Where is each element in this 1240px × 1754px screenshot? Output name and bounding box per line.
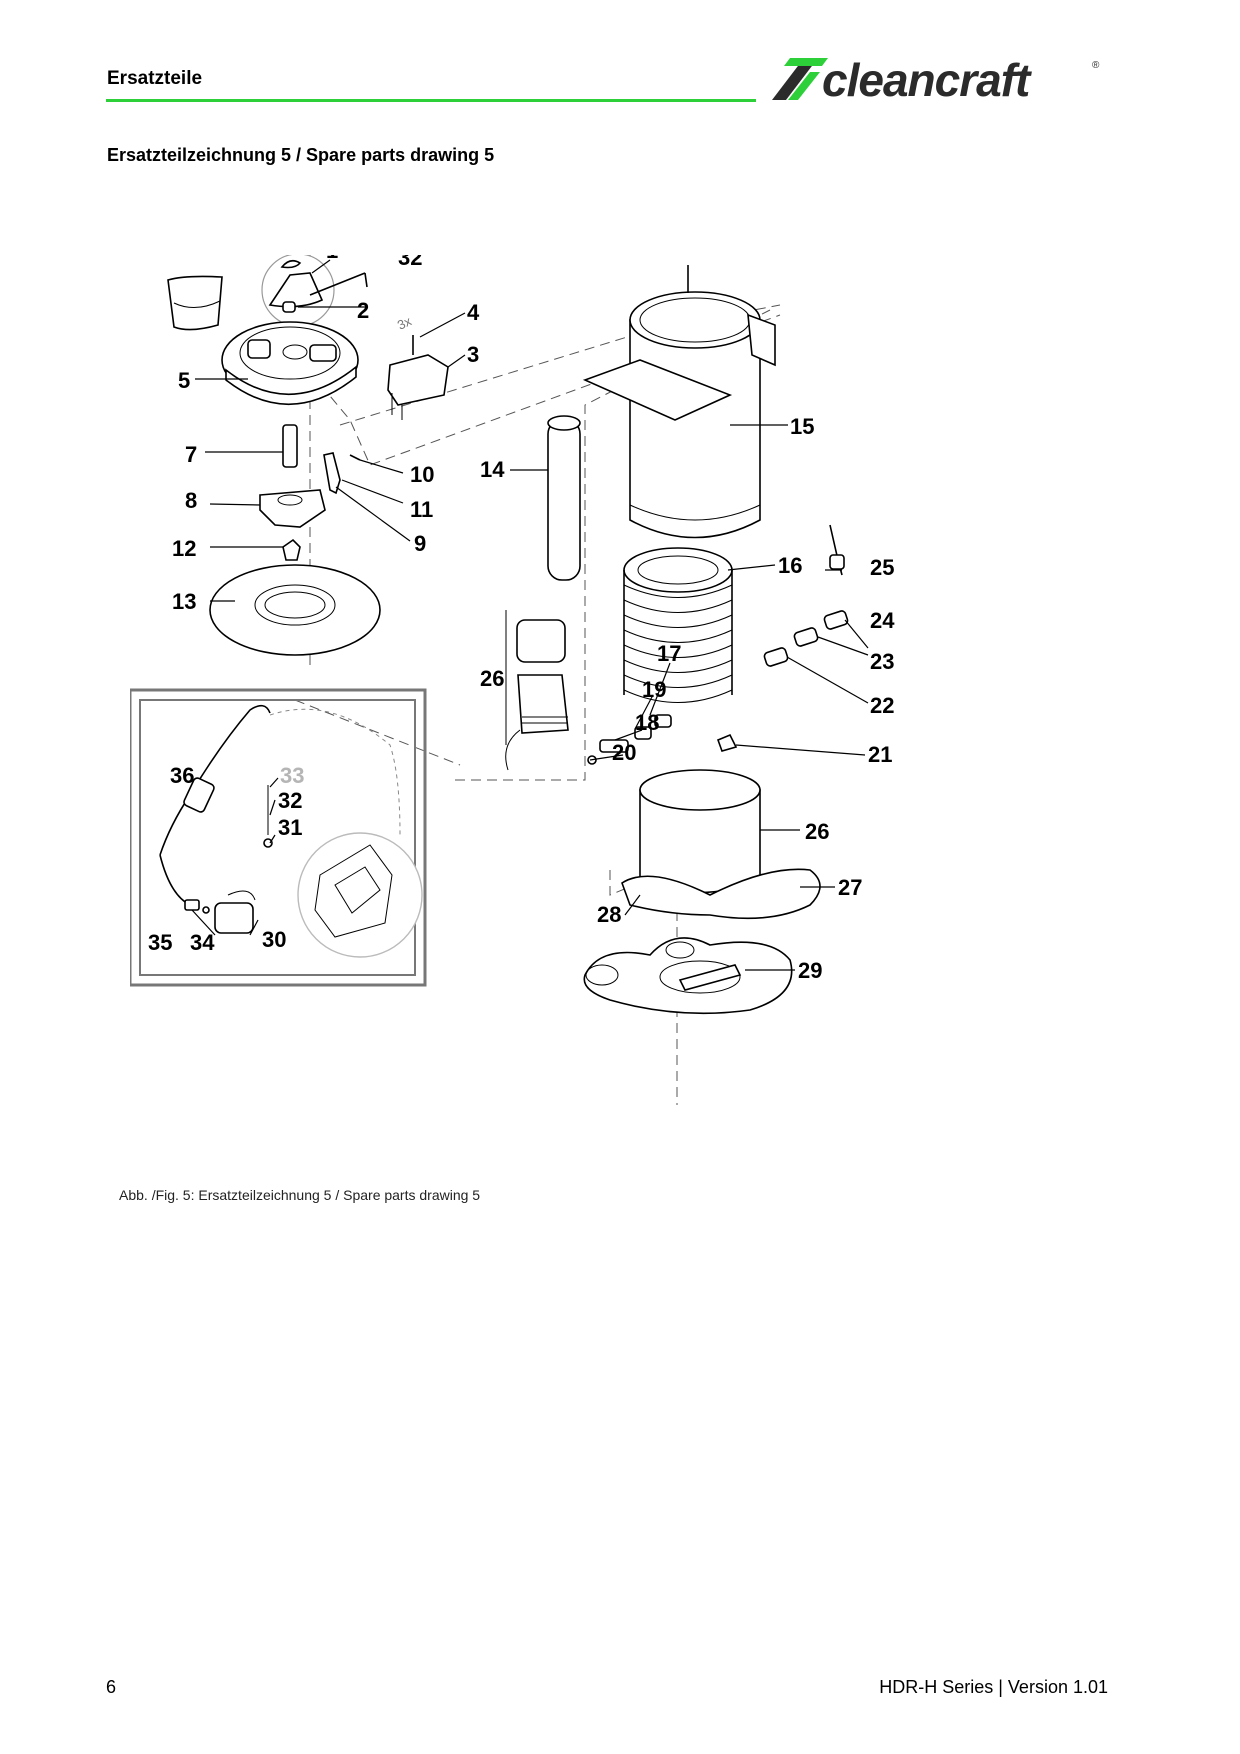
part-label-31: 31 bbox=[278, 815, 302, 840]
part-26-cylinder bbox=[639, 769, 761, 894]
quantity-note: 3x bbox=[395, 313, 414, 333]
page-number: 6 bbox=[106, 1677, 117, 1697]
exploded-parts-drawing: 3x bbox=[130, 255, 895, 1105]
logo-registered-mark: ® bbox=[1092, 60, 1100, 71]
part-label-9: 9 bbox=[414, 531, 426, 556]
header-rule bbox=[106, 99, 756, 102]
part-label-29: 29 bbox=[798, 958, 822, 983]
part-label-16: 16 bbox=[778, 553, 802, 578]
part-label-17: 17 bbox=[657, 641, 681, 666]
part-29-base bbox=[583, 937, 793, 1015]
part-5-lid bbox=[221, 321, 359, 406]
cleancraft-logo: cleancraft ® bbox=[772, 54, 1100, 104]
section-title: Ersatzteilzeichnung 5 / Spare parts draw… bbox=[107, 145, 495, 165]
part-22-25-connectors bbox=[763, 524, 849, 667]
part-label-15: 15 bbox=[790, 414, 814, 439]
part-label-18: 18 bbox=[635, 710, 659, 735]
part-label-23: 23 bbox=[870, 649, 894, 674]
part-2-fitting bbox=[282, 301, 296, 313]
part-label-5: 5 bbox=[178, 368, 190, 393]
part-9-bracket bbox=[323, 452, 361, 495]
part-8-float bbox=[259, 489, 326, 528]
part-6-filter-bag bbox=[167, 275, 223, 331]
part-label-25: 25 bbox=[870, 555, 894, 580]
part-label-26-cylinder: 26 bbox=[805, 819, 829, 844]
inset-detail-box bbox=[130, 688, 427, 987]
part-12-valve bbox=[282, 538, 301, 561]
part-label-32: 32 bbox=[278, 788, 302, 813]
part-label-7: 7 bbox=[185, 442, 197, 467]
part-label-1: 1 bbox=[326, 255, 338, 263]
part-label-33-inset: 33 bbox=[280, 763, 304, 788]
part-label-8: 8 bbox=[185, 488, 197, 513]
part-label-10: 10 bbox=[410, 462, 434, 487]
part-13-plate bbox=[209, 564, 381, 656]
part-label-3: 3 bbox=[467, 342, 479, 367]
part-label-2: 2 bbox=[357, 298, 369, 323]
part-labels: 6 1 32 2 4 3 5 7 10 14 8 11 9 12 13 15 1… bbox=[148, 255, 895, 983]
part-label-11: 11 bbox=[410, 497, 433, 522]
part-3-4-switch-box: 3x bbox=[387, 313, 449, 420]
part-label-4: 4 bbox=[467, 300, 480, 325]
part-27-28-gasket bbox=[621, 868, 821, 920]
part-label-12: 12 bbox=[172, 536, 196, 561]
figure-caption: Abb. /Fig. 5: Ersatzteilzeichnung 5 / Sp… bbox=[119, 1187, 481, 1203]
part-label-36: 36 bbox=[170, 763, 194, 788]
part-label-14: 14 bbox=[480, 457, 505, 482]
logo-mark-icon bbox=[772, 58, 828, 100]
header-title: Ersatzteile bbox=[107, 68, 203, 89]
part-label-26-pump: 26 bbox=[480, 666, 504, 691]
part-14-tube bbox=[547, 415, 581, 581]
part-label-34: 34 bbox=[190, 930, 215, 955]
part-label-21: 21 bbox=[868, 742, 892, 767]
part-label-20: 20 bbox=[612, 740, 636, 765]
part-label-24: 24 bbox=[870, 608, 895, 633]
footer-document-version: HDR-H Series | Version 1.01 bbox=[879, 1677, 1108, 1697]
part-label-33: 32 bbox=[398, 255, 422, 270]
part-label-35: 35 bbox=[148, 930, 172, 955]
part-label-22: 22 bbox=[870, 693, 894, 718]
part-label-6: 6 bbox=[190, 255, 202, 258]
part-33-rod bbox=[309, 272, 368, 296]
part-16-coil bbox=[623, 547, 733, 703]
part-15-drum bbox=[582, 265, 776, 539]
part-7-shaft bbox=[282, 424, 298, 468]
part-label-28: 28 bbox=[597, 902, 621, 927]
logo-text: cleancraft bbox=[822, 54, 1032, 104]
part-17-21-fittings bbox=[587, 714, 738, 765]
part-label-13: 13 bbox=[172, 589, 196, 614]
part-label-27: 27 bbox=[838, 875, 862, 900]
part-26-pump bbox=[505, 610, 569, 771]
part-label-19: 19 bbox=[642, 677, 666, 702]
part-label-30: 30 bbox=[262, 927, 286, 952]
leader-lines bbox=[191, 259, 869, 971]
